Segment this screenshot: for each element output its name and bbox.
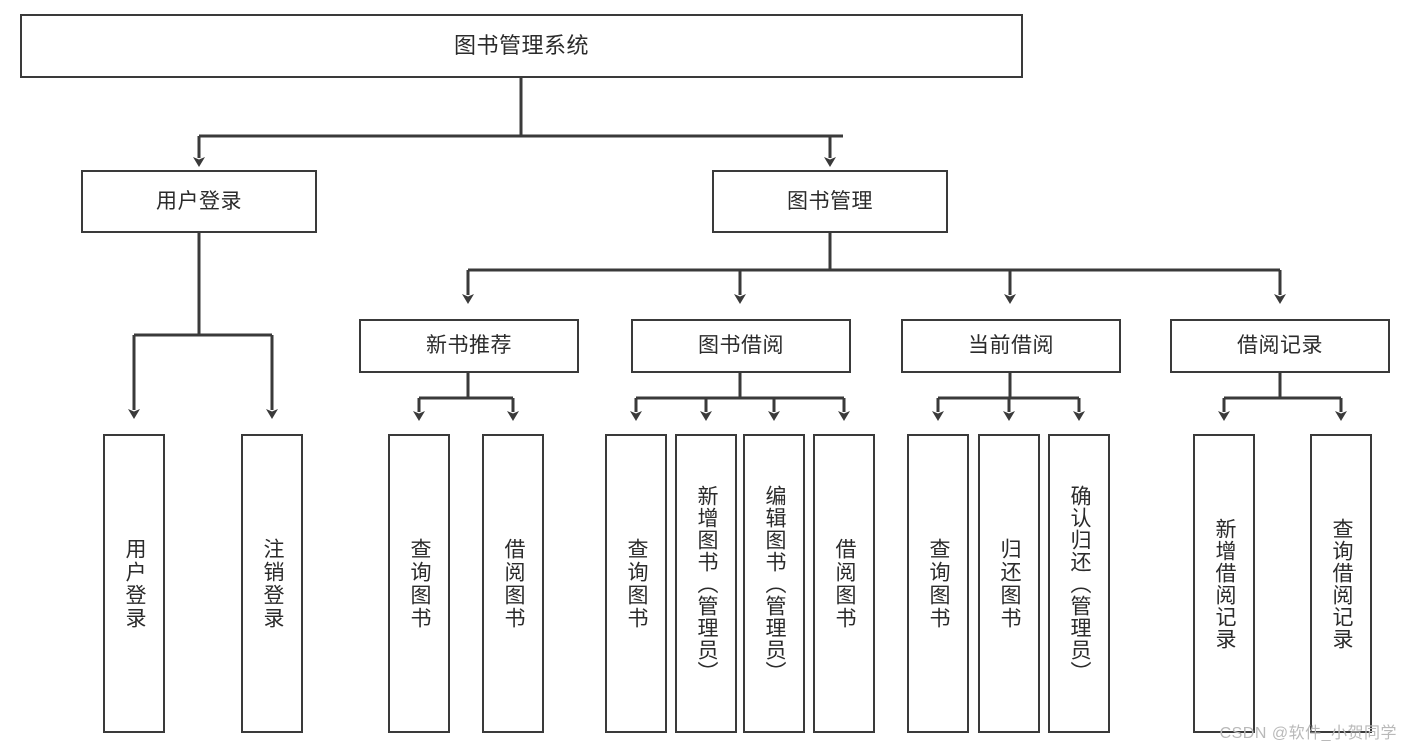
node-label: 查询图书 <box>625 537 649 630</box>
leaf-borrow-book-borrow[interactable]: 借阅图书 <box>813 434 875 733</box>
node-label: 查询图书 <box>927 537 951 630</box>
node-book-borrowing[interactable]: 图书借阅 <box>631 319 851 373</box>
node-label: 新增借阅记录 <box>1213 517 1237 650</box>
node-label: 注销登录 <box>261 537 285 630</box>
node-label: 确认归还（管理员） <box>1068 484 1092 683</box>
node-new-book-recommendation[interactable]: 新书推荐 <box>359 319 579 373</box>
watermark: CSDN @软件_小贺同学 <box>1219 725 1397 742</box>
node-label: 查询借阅记录 <box>1330 517 1354 650</box>
node-label: 编辑图书（管理员） <box>763 484 787 683</box>
leaf-add-book-admin[interactable]: 新增图书（管理员） <box>675 434 737 733</box>
leaf-query-book-new-rec[interactable]: 查询图书 <box>388 434 450 733</box>
node-label: 当前借阅 <box>968 334 1054 358</box>
node-book-management[interactable]: 图书管理 <box>712 170 948 233</box>
leaf-borrow-book-new-rec[interactable]: 借阅图书 <box>482 434 544 733</box>
leaf-add-borrowing-record[interactable]: 新增借阅记录 <box>1193 434 1255 733</box>
node-label: 查询图书 <box>408 537 432 630</box>
node-borrowing-record[interactable]: 借阅记录 <box>1170 319 1390 373</box>
node-label: 借阅图书 <box>833 537 857 630</box>
node-label: 新书推荐 <box>426 334 512 358</box>
leaf-logout-login[interactable]: 注销登录 <box>241 434 303 733</box>
node-root-book-management-system[interactable]: 图书管理系统 <box>20 14 1023 78</box>
node-label: 图书借阅 <box>698 334 784 358</box>
node-current-borrowing[interactable]: 当前借阅 <box>901 319 1121 373</box>
leaf-query-book-current[interactable]: 查询图书 <box>907 434 969 733</box>
node-user-login[interactable]: 用户登录 <box>81 170 317 233</box>
leaf-return-book[interactable]: 归还图书 <box>978 434 1040 733</box>
leaf-query-borrowing-record[interactable]: 查询借阅记录 <box>1310 434 1372 733</box>
node-label: 用户登录 <box>156 189 242 213</box>
node-label: 图书管理 <box>787 189 873 213</box>
leaf-edit-book-admin[interactable]: 编辑图书（管理员） <box>743 434 805 733</box>
node-label: 新增图书（管理员） <box>695 484 719 683</box>
leaf-user-login[interactable]: 用户登录 <box>103 434 165 733</box>
node-label: 用户登录 <box>123 537 147 630</box>
leaf-query-book-borrow[interactable]: 查询图书 <box>605 434 667 733</box>
leaf-confirm-return-admin[interactable]: 确认归还（管理员） <box>1048 434 1110 733</box>
node-label: 归还图书 <box>998 537 1022 630</box>
node-label: 图书管理系统 <box>453 32 589 58</box>
node-label: 借阅记录 <box>1237 334 1323 358</box>
node-label: 借阅图书 <box>502 537 526 630</box>
